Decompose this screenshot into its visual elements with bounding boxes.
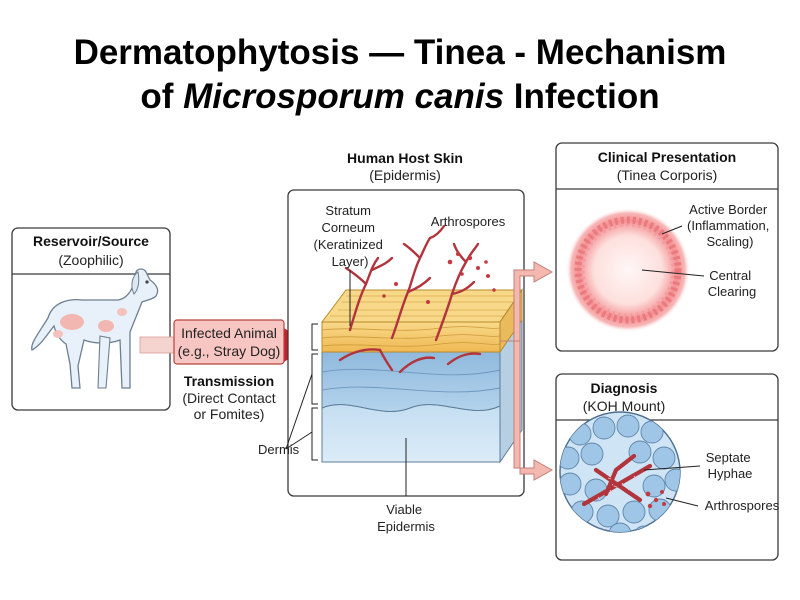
- septate-hyphae-line-1: Septate: [706, 450, 751, 465]
- infected-animal-line-2: (e.g., Stray Dog): [178, 343, 281, 359]
- dog-icon: [31, 268, 159, 389]
- central-clearing-label: Central Clearing: [708, 268, 756, 299]
- stratum-corneum-line-3: (Keratinized: [314, 237, 383, 252]
- diagnosis-subheading: (KOH Mount): [583, 398, 665, 414]
- clinical-panel: Clinical Presentation (Tinea Corporis) A…: [555, 142, 779, 352]
- title-suffix: Infection: [504, 77, 660, 116]
- active-border-pointer: [661, 225, 683, 235]
- infected-animal-box: [173, 319, 285, 365]
- title-line-2: of Microsporum canis Infection: [140, 77, 659, 116]
- clinical-heading: Clinical Presentation: [598, 149, 736, 165]
- host-skin-subheading: (Epidermis): [369, 167, 441, 183]
- title-line-1: Dermatophytosis — Tinea - Mechanism: [74, 33, 727, 72]
- tinea-lesion-icon: [566, 208, 690, 332]
- central-clearing-line-1: Central: [709, 268, 751, 283]
- skin-block: [321, 288, 523, 464]
- diagnosis-heading: Diagnosis: [591, 380, 658, 396]
- reservoir-panel: Reservoir/Source (Zoophilic): [11, 227, 171, 411]
- epidermis-layer: [321, 351, 501, 412]
- active-border-line-1: Active Border: [689, 202, 768, 217]
- diagnosis-panel: Diagnosis (KOH Mount): [555, 373, 780, 561]
- arthrospores-koh-pointer: [665, 497, 699, 507]
- active-border-label: Active Border (Inflammation, Scaling): [687, 202, 773, 249]
- arrow-to-clinical: [500, 261, 554, 342]
- septate-hyphae-line-2: Hyphae: [708, 466, 753, 481]
- clinical-subheading: (Tinea Corporis): [617, 167, 718, 183]
- keratin-layer-top: [321, 289, 523, 323]
- septate-hyphae-label: Septate Hyphae: [706, 450, 754, 481]
- stratum-corneum-label: Stratum Corneum (Keratinized Layer): [314, 203, 387, 269]
- hyphae-in-skin: [338, 224, 482, 374]
- transmission-heading: Transmission: [184, 373, 274, 389]
- title-organism: Microsporum canis: [183, 77, 504, 116]
- outcome-arrows: [500, 261, 554, 481]
- viable-epidermis-line-2: Epidermis: [377, 519, 435, 534]
- arthrospores-in-skin: [382, 252, 496, 304]
- koh-arthrospores: [645, 490, 666, 509]
- transmission-line-2: or Fomites): [194, 406, 265, 422]
- dermis-layer: [321, 404, 501, 463]
- arthrospores-skin-label: Arthrospores: [431, 214, 506, 229]
- stratum-corneum-line-1: Stratum: [325, 203, 371, 218]
- arrow-to-diagnosis: [513, 340, 554, 481]
- transmission-line-1: (Direct Contact: [182, 390, 275, 406]
- central-clearing-line-2: Clearing: [708, 284, 756, 299]
- central-clearing-pointer: [641, 269, 705, 277]
- stratum-corneum-line-4: Layer): [332, 254, 369, 269]
- viable-epidermis-line-1: Viable: [386, 502, 422, 517]
- title-prefix: of: [140, 77, 183, 116]
- reservoir-heading: Reservoir/Source: [33, 233, 149, 249]
- arthrospores-koh-label: Arthrospores: [705, 498, 780, 513]
- reservoir-subheading: (Zoophilic): [58, 252, 123, 268]
- active-border-line-3: Scaling): [707, 234, 754, 249]
- dermis-pointer: [285, 373, 313, 450]
- active-border-line-2: (Inflammation,: [687, 218, 769, 233]
- stratum-corneum-line-2: Corneum: [321, 220, 374, 235]
- host-skin-heading: Human Host Skin: [347, 150, 463, 166]
- layer-bracket: [311, 323, 318, 461]
- viable-epidermis-label: Viable Epidermis: [377, 502, 435, 534]
- septate-hyphae-pointer: [643, 465, 701, 471]
- dermis-label: Dermis: [258, 442, 300, 457]
- infected-animal-line-1: Infected Animal: [181, 325, 277, 341]
